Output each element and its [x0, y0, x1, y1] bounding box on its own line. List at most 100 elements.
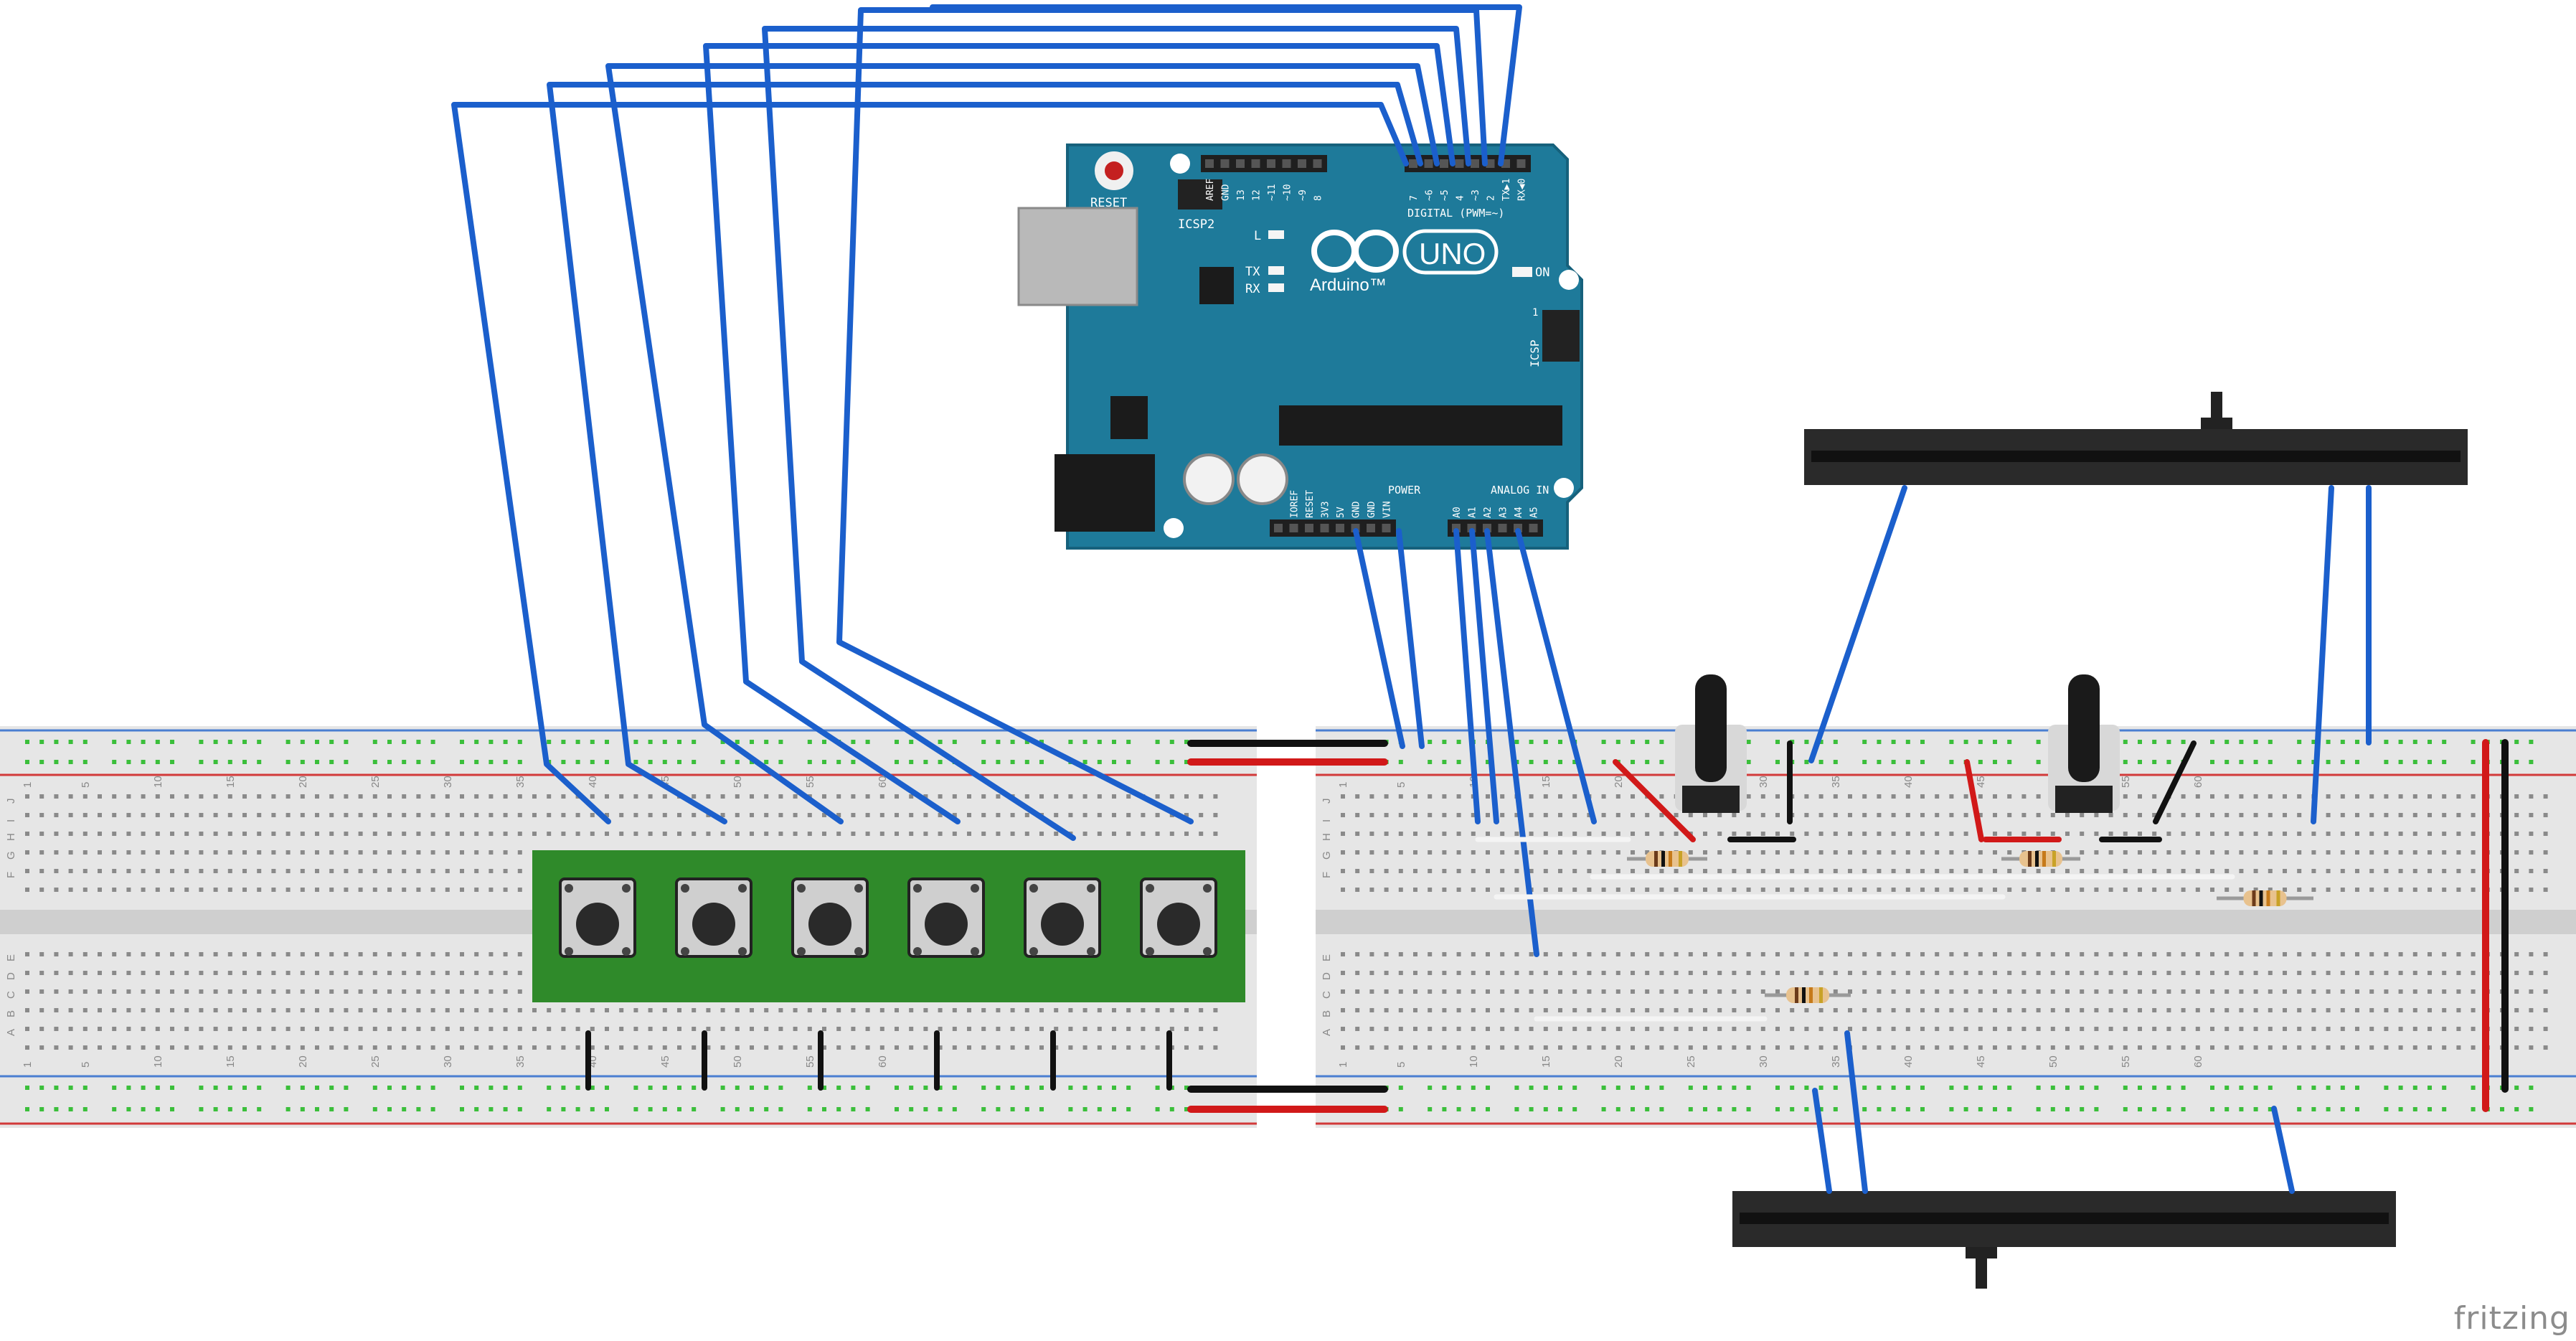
terminal-hole [1082, 1027, 1088, 1031]
terminal-hole [300, 832, 305, 836]
wire [836, 7, 1488, 824]
rail-hole [720, 1107, 725, 1111]
terminal-hole [82, 989, 88, 994]
power-label: POWER [1388, 484, 1421, 497]
terminal-hole [517, 888, 522, 892]
terminal-hole [2384, 850, 2389, 855]
terminal-hole [750, 1027, 754, 1031]
terminal-hole [489, 971, 494, 975]
terminal-hole [1169, 1027, 1174, 1031]
header-pin [1409, 159, 1417, 168]
button-screw [738, 884, 747, 893]
pot-knob [1695, 674, 1727, 782]
terminal-hole [372, 813, 377, 817]
terminal-hole [1993, 850, 1997, 855]
terminal-hole [2138, 869, 2142, 873]
terminal-hole [1413, 813, 1417, 817]
terminal-hole [2412, 869, 2417, 873]
terminal-hole [2152, 1027, 2157, 1031]
terminal-hole [605, 1008, 609, 1012]
rail-hole [605, 1107, 609, 1111]
terminal-hole [1558, 1027, 1562, 1031]
terminal-hole [720, 1027, 725, 1031]
rail-hole [54, 1086, 59, 1090]
terminal-hole [242, 832, 247, 836]
header-pin [1305, 524, 1313, 532]
terminal-hole [2398, 794, 2403, 799]
terminal-hole [1010, 1027, 1015, 1031]
terminal-hole [1529, 989, 1534, 994]
rail-hole [822, 1107, 826, 1111]
rail-hole [1775, 760, 1780, 764]
terminal-hole [213, 794, 218, 799]
terminal-hole [1112, 1008, 1116, 1012]
rail-hole [561, 760, 566, 764]
terminal-hole [1024, 813, 1029, 817]
terminal-hole [2195, 794, 2200, 799]
terminal-hole [68, 989, 73, 994]
rail-hole [329, 1107, 334, 1111]
rail-hole [1659, 1086, 1664, 1090]
rail-hole [2311, 760, 2316, 764]
terminal-hole [1413, 952, 1417, 956]
terminal-hole [1486, 850, 1490, 855]
rail-hole [2355, 1107, 2359, 1111]
terminal-hole [2080, 1008, 2085, 1012]
terminal-hole [1341, 869, 1345, 873]
rail-hole [1818, 760, 1824, 764]
terminal-hole [1862, 952, 1867, 956]
terminal-hole [2471, 813, 2476, 817]
terminal-hole [822, 813, 826, 817]
rail-hole [517, 760, 522, 764]
terminal-hole [1471, 971, 1476, 975]
terminal-hole [489, 888, 494, 892]
terminal-hole [1384, 850, 1389, 855]
rail-hole [662, 740, 667, 744]
rail-hole [199, 740, 204, 744]
terminal-hole [547, 832, 552, 836]
terminal-hole [1010, 1045, 1015, 1050]
rail-hole [2138, 1086, 2142, 1090]
terminal-hole [1514, 989, 1519, 994]
terminal-hole [1141, 832, 1146, 836]
terminal-hole [822, 1027, 826, 1031]
terminal-hole [750, 832, 754, 836]
terminal-hole [315, 1027, 319, 1031]
terminal-hole [1558, 1045, 1562, 1050]
terminal-hole [706, 794, 711, 799]
terminal-hole [329, 1045, 334, 1050]
terminal-hole [1775, 989, 1780, 994]
rail-hole [126, 740, 131, 744]
terminal-hole [822, 794, 826, 799]
terminal-hole [271, 1045, 276, 1050]
terminal-hole [2253, 869, 2258, 873]
terminal-hole [967, 1008, 971, 1012]
terminal-hole [750, 813, 754, 817]
column-number: 30 [442, 1055, 454, 1068]
terminal-hole [2412, 832, 2417, 836]
terminal-hole [2412, 971, 2417, 975]
terminal-hole [1833, 850, 1838, 855]
rail-hole [547, 1086, 552, 1090]
terminal-hole [2080, 888, 2085, 892]
rail-hole [2412, 1107, 2417, 1111]
terminal-hole [387, 888, 392, 892]
terminal-hole [2355, 888, 2359, 892]
terminal-hole [112, 1008, 117, 1012]
terminal-hole [1369, 850, 1374, 855]
terminal-hole [503, 1008, 508, 1012]
terminal-hole [1615, 952, 1620, 956]
terminal-hole [1155, 1027, 1160, 1031]
terminal-hole [68, 794, 73, 799]
terminal-hole [2529, 952, 2534, 956]
digital-pin-label: 2 [1486, 195, 1497, 201]
terminal-hole [1500, 850, 1505, 855]
rail-hole [2036, 740, 2041, 744]
terminal-hole [2340, 989, 2345, 994]
terminal-hole [1674, 832, 1679, 836]
terminal-hole [344, 794, 349, 799]
terminal-hole [1746, 832, 1751, 836]
terminal-hole [793, 1027, 798, 1031]
terminal-hole [460, 1008, 464, 1012]
terminal-hole [155, 1008, 160, 1012]
